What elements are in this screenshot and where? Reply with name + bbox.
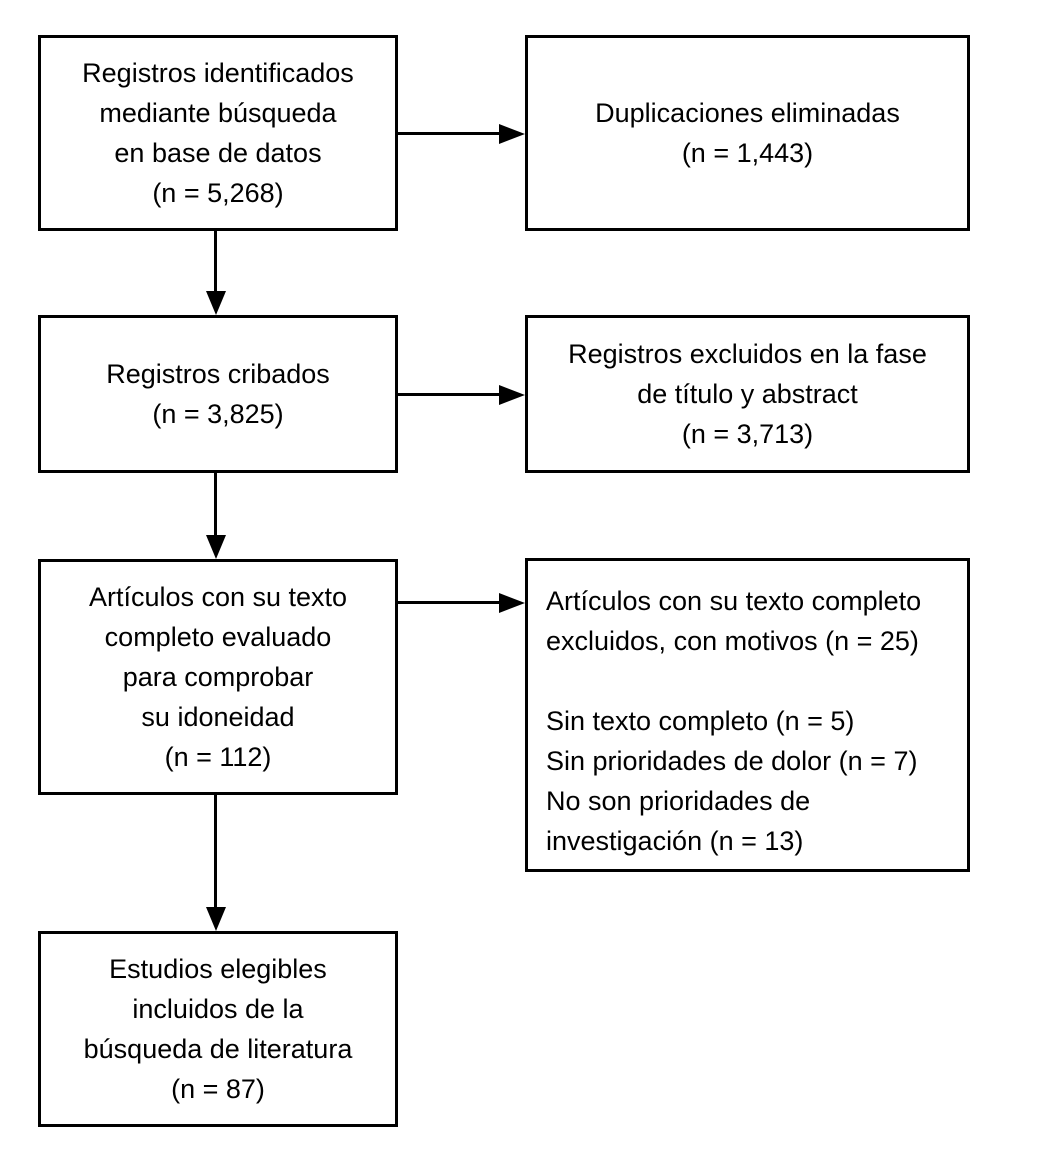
box-records-screened-text: Registros cribados (n = 3,825)	[106, 359, 330, 429]
arrow-screened-to-assessed-head-icon	[206, 535, 226, 559]
box-fulltext-excluded: Artículos con su texto completo excluido…	[525, 558, 970, 872]
box-fulltext-assessed: Artículos con su texto completo evaluado…	[38, 559, 398, 795]
box-fulltext-excluded-text: Artículos con su texto completo excluido…	[546, 586, 922, 856]
arrow-screened-to-assessed-shaft	[214, 473, 217, 535]
arrow-screened-to-excluded-shaft	[398, 393, 500, 396]
box-records-excluded-title-abstract: Registros excluidos en la fase de título…	[525, 315, 970, 473]
box-studies-included: Estudios elegibles incluidos de la búsqu…	[38, 931, 398, 1127]
arrow-identified-to-screened-shaft	[214, 231, 217, 293]
box-studies-included-text: Estudios elegibles incluidos de la búsqu…	[83, 954, 353, 1104]
box-records-excluded-title-abstract-text: Registros excluidos en la fase de título…	[568, 339, 927, 449]
box-records-identified: Registros identificados mediante búsqued…	[38, 35, 398, 231]
arrow-assessed-to-included-shaft	[214, 795, 217, 907]
box-records-screened: Registros cribados (n = 3,825)	[38, 315, 398, 473]
arrow-assessed-to-fulltext-excluded-head-icon	[499, 593, 525, 613]
box-duplicates-removed-text: Duplicaciones eliminadas (n = 1,443)	[595, 98, 900, 168]
arrow-screened-to-excluded-head-icon	[499, 385, 525, 405]
arrow-identified-to-duplicates-shaft	[398, 132, 500, 135]
arrow-identified-to-duplicates-head-icon	[499, 124, 525, 144]
arrow-assessed-to-fulltext-excluded-shaft	[398, 601, 500, 604]
arrow-assessed-to-included-head-icon	[206, 907, 226, 931]
box-fulltext-assessed-text: Artículos con su texto completo evaluado…	[88, 582, 348, 772]
arrow-identified-to-screened-head-icon	[206, 291, 226, 315]
box-records-identified-text: Registros identificados mediante búsqued…	[82, 58, 354, 208]
box-duplicates-removed: Duplicaciones eliminadas (n = 1,443)	[525, 35, 970, 231]
